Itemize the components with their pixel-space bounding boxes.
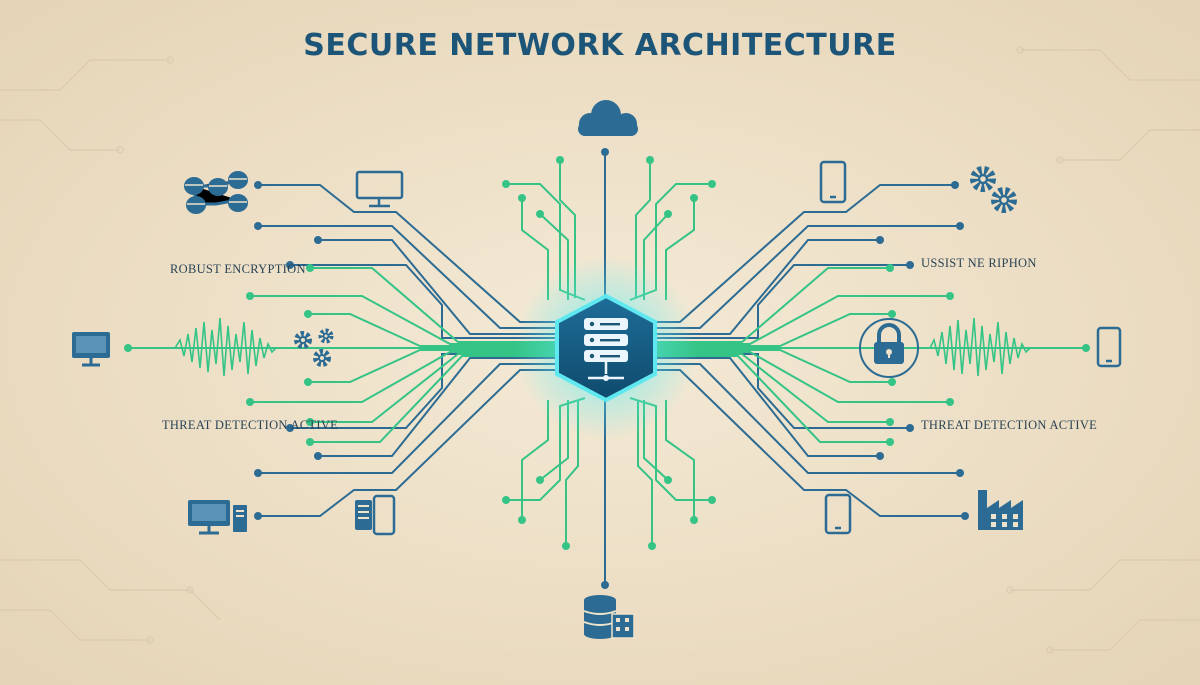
- smartphone-icon-right-mid: [1096, 326, 1122, 368]
- padlock-icon: [859, 318, 919, 378]
- tablet-icon: [355, 494, 396, 536]
- right-encryption-label: USSIST NE RIPHON: [921, 256, 1037, 270]
- gears-icon: [294, 328, 334, 367]
- left-encryption-label: ROBUST ENCRYPTION: [170, 262, 306, 276]
- cloud-icon: [578, 100, 638, 136]
- background-circuit-texture: [0, 46, 1200, 654]
- monitor-icon: [72, 332, 110, 367]
- right-signal-waveform: [929, 317, 1031, 377]
- left-threat-label: THREAT DETECTION ACTIVE: [162, 418, 339, 432]
- smartphone-icon: [819, 160, 847, 204]
- desktop-monitor-icon: [355, 170, 404, 208]
- desktop-tower-icon: [188, 500, 247, 535]
- right-threat-label: THREAT DETECTION ACTIVE: [921, 418, 1098, 432]
- left-green-traces: [128, 267, 560, 443]
- server-stack-icon: [584, 318, 628, 381]
- database-cluster-icon: [184, 171, 248, 214]
- left-trace-nodes: [124, 181, 322, 520]
- page-title: SECURE NETWORK ARCHITECTURE: [303, 28, 897, 63]
- factory-icon: [978, 490, 1023, 530]
- right-trace-nodes: [876, 181, 1090, 520]
- central-hub: [514, 256, 698, 440]
- database-building-icon: [583, 595, 635, 639]
- left-signal-waveform: [174, 317, 277, 377]
- hub-hexagon: [555, 293, 657, 403]
- gears-icon-right: [970, 166, 1017, 213]
- smartphone-icon-right-bottom: [824, 493, 852, 535]
